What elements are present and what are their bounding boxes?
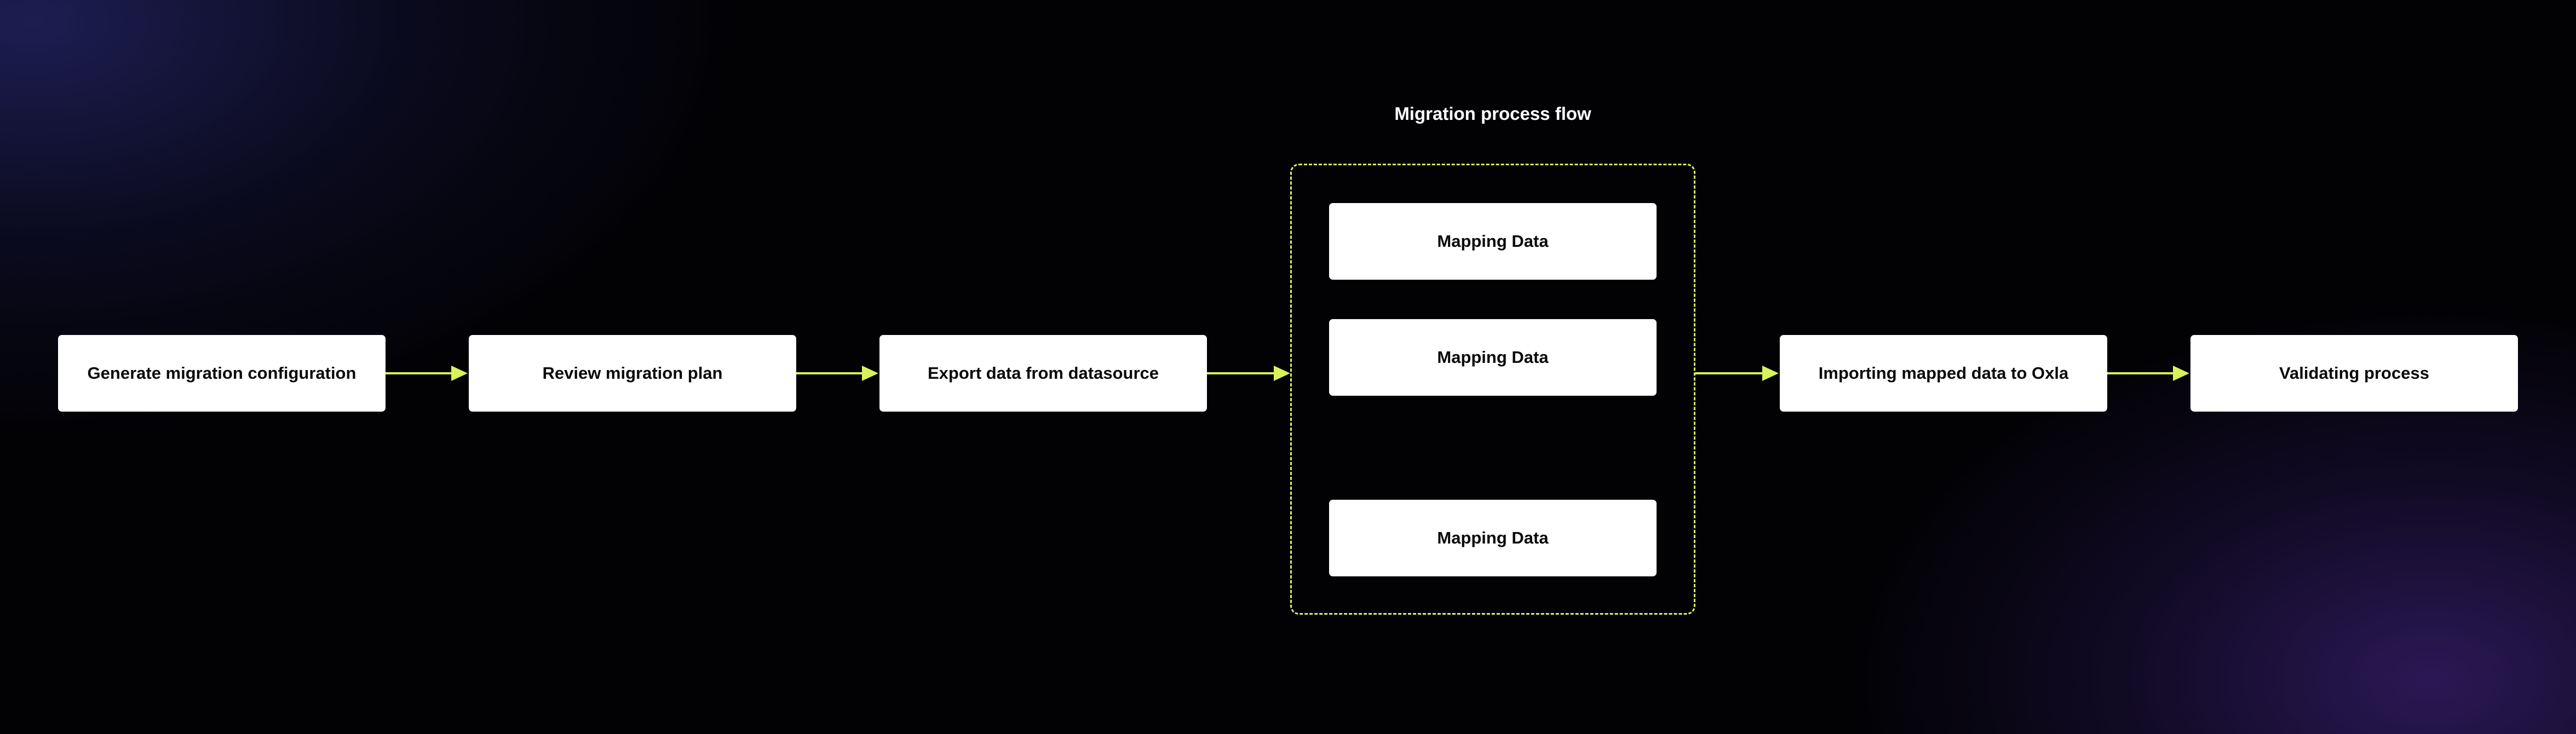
arrowhead-3 <box>1274 366 1290 381</box>
arrowhead-4 <box>1762 366 1779 381</box>
step-label: Generate migration configuration <box>87 363 357 383</box>
mapping-label: Mapping Data <box>1437 528 1549 547</box>
mapping-data-box-1: Mapping Data <box>1329 203 1657 280</box>
mapping-data-box-3: Mapping Data <box>1329 500 1657 576</box>
arrowhead-1 <box>451 366 468 381</box>
arrowhead-5 <box>2173 366 2189 381</box>
step-label: Export data from datasource <box>927 363 1159 383</box>
step-validating-process: Validating process <box>2190 335 2518 412</box>
step-generate-migration-configuration: Generate migration configuration <box>58 335 386 412</box>
migration-process-group <box>1290 164 1695 615</box>
mapping-label: Mapping Data <box>1437 348 1549 367</box>
arrowhead-2 <box>862 366 878 381</box>
step-export-data-from-datasource: Export data from datasource <box>879 335 1207 412</box>
group-title: Migration process flow <box>1394 103 1591 124</box>
step-review-migration-plan: Review migration plan <box>469 335 796 412</box>
step-label: Review migration plan <box>542 363 723 383</box>
mapping-data-box-2: Mapping Data <box>1329 319 1657 396</box>
step-label: Importing mapped data to Oxla <box>1818 363 2069 383</box>
step-label: Validating process <box>2279 363 2429 383</box>
mapping-label: Mapping Data <box>1437 232 1549 251</box>
step-importing-mapped-data: Importing mapped data to Oxla <box>1780 335 2107 412</box>
